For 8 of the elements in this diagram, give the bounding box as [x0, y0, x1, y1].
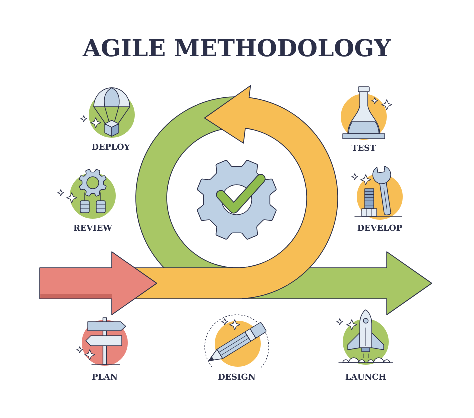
step-label: REVIEW	[74, 225, 112, 231]
title: AGILE METHODOLOGY	[82, 39, 392, 57]
step-label: LAUNCH	[346, 374, 386, 380]
step-label: DEVELOP	[358, 224, 402, 232]
step-label: DESIGN	[218, 374, 256, 380]
step-label: PLAN	[92, 374, 118, 380]
step-label: DEPLOY	[92, 144, 130, 150]
step-label: TEST	[352, 144, 376, 152]
